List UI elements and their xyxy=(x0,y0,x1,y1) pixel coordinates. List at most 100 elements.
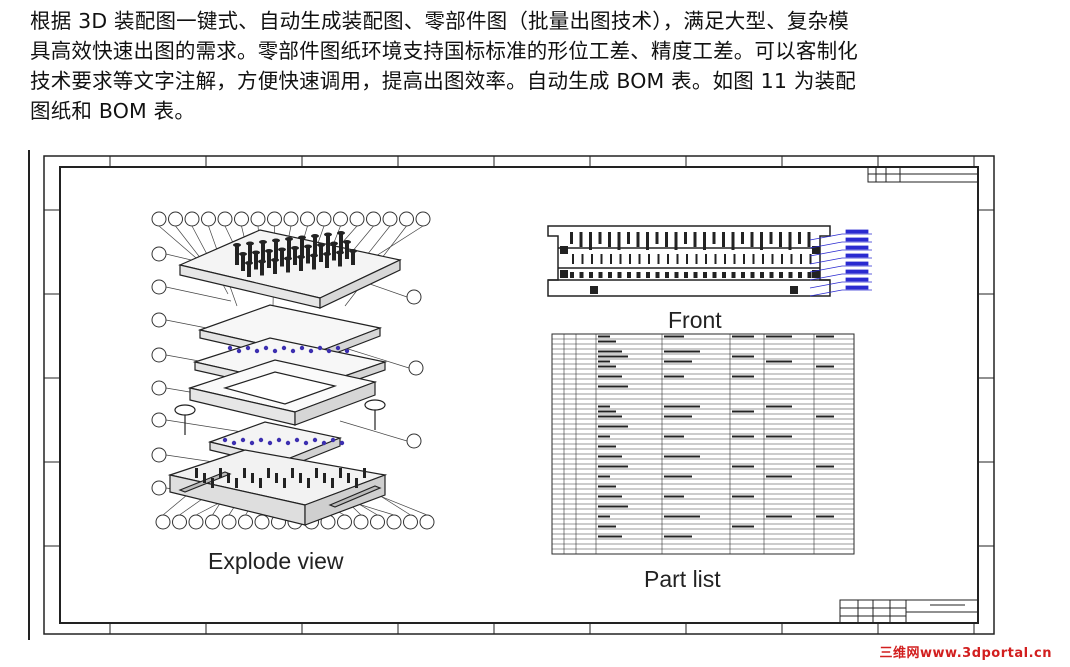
balloon xyxy=(333,211,348,227)
pin xyxy=(299,257,303,271)
pin-head xyxy=(246,241,254,246)
pin xyxy=(313,236,317,256)
balloon xyxy=(201,211,216,227)
balloon xyxy=(316,211,332,227)
cooling-hole xyxy=(317,345,323,351)
pin xyxy=(273,260,277,274)
front-component xyxy=(750,272,755,278)
front-component xyxy=(617,232,621,250)
front-component xyxy=(733,254,736,264)
table-cell-text xyxy=(664,495,684,498)
base-component xyxy=(283,478,286,488)
pin-head xyxy=(258,259,266,264)
dimension-leader xyxy=(809,281,843,289)
base-detail xyxy=(195,468,366,488)
base-component xyxy=(275,473,278,483)
balloon xyxy=(366,211,381,227)
front-component xyxy=(743,254,745,264)
front-component xyxy=(591,254,593,264)
front-block xyxy=(812,246,820,254)
table-cell-text xyxy=(598,335,610,338)
cooling-hole xyxy=(240,437,246,443)
pin xyxy=(319,245,323,262)
title-block-top xyxy=(867,166,979,183)
table-cell-text xyxy=(598,360,610,363)
table-cell-text xyxy=(598,445,616,448)
paragraph-line: 根据 3D 装配图一键式、自动生成装配图、零部件图（批量出图技术），满足大型、复… xyxy=(30,9,850,33)
front-component xyxy=(771,254,774,264)
cooling-hole xyxy=(222,437,228,443)
dimension-label xyxy=(845,245,869,250)
table-cell-text xyxy=(766,475,792,478)
leader-line xyxy=(339,420,408,442)
front-block xyxy=(812,270,820,278)
front-component xyxy=(684,232,687,244)
front-block xyxy=(790,286,798,294)
base-component xyxy=(347,473,350,483)
table-cell-text xyxy=(598,375,622,378)
cooling-hole xyxy=(299,345,305,351)
table-cell-text xyxy=(664,360,692,363)
base-component xyxy=(315,468,318,478)
dimension-label xyxy=(845,229,869,234)
base-component xyxy=(243,468,246,478)
dimension-label xyxy=(845,253,869,258)
balloon xyxy=(353,514,369,530)
front-component xyxy=(636,232,640,247)
pin xyxy=(241,254,245,271)
cooling-hole xyxy=(227,345,233,351)
front-component xyxy=(781,254,783,264)
paragraph-line: 具高效快速出图的需求。零部件图纸环境支持国标标准的形位工差、精度工差。可以客制化 xyxy=(30,39,858,63)
balloon xyxy=(151,447,167,463)
balloon xyxy=(337,514,352,530)
dimension-leader xyxy=(809,249,843,257)
dimension-label xyxy=(845,269,869,274)
pin-head xyxy=(271,258,279,262)
table-cell-text xyxy=(664,415,692,418)
pin-head xyxy=(284,256,292,261)
balloon xyxy=(151,279,167,295)
pin-head xyxy=(336,250,344,255)
pin xyxy=(267,251,271,268)
part-list-caption: Part list xyxy=(644,566,721,592)
front-component xyxy=(788,232,792,250)
table-cell-text xyxy=(598,355,628,358)
leader-line xyxy=(165,286,232,302)
table-cell-text xyxy=(766,405,792,408)
table-cell-text xyxy=(732,525,754,528)
pin xyxy=(339,233,343,253)
front-component xyxy=(741,272,745,278)
site-watermark: 三维网www.3dportal.cn xyxy=(880,642,1053,661)
table-cell-text xyxy=(664,350,700,353)
pin xyxy=(287,239,291,259)
pin-head xyxy=(278,247,286,252)
front-component xyxy=(589,232,592,250)
base-component xyxy=(331,478,334,488)
front-component xyxy=(589,272,593,278)
table-cell-text xyxy=(766,515,792,518)
pin-head xyxy=(323,252,331,256)
balloon xyxy=(403,514,418,530)
front-component xyxy=(790,254,793,264)
cooling-hole xyxy=(308,348,314,354)
front-component xyxy=(762,254,764,264)
front-component xyxy=(686,254,688,264)
balloon xyxy=(399,211,414,227)
balloon xyxy=(151,412,167,428)
front-component xyxy=(807,272,812,278)
part-list-grid xyxy=(551,333,855,555)
explode-view-caption: Explode view xyxy=(208,548,344,574)
table-cell-text xyxy=(664,515,700,518)
pin xyxy=(351,251,355,265)
table-cell-text xyxy=(598,495,622,498)
dimension-leader xyxy=(809,241,843,249)
front-block xyxy=(590,286,598,294)
front-component xyxy=(693,232,697,247)
base-component xyxy=(355,478,358,488)
front-component xyxy=(760,232,763,250)
pin-head xyxy=(297,255,305,259)
pin xyxy=(248,243,252,264)
balloon xyxy=(382,211,398,227)
dimension-label xyxy=(845,277,869,282)
cooling-hole xyxy=(312,437,318,443)
